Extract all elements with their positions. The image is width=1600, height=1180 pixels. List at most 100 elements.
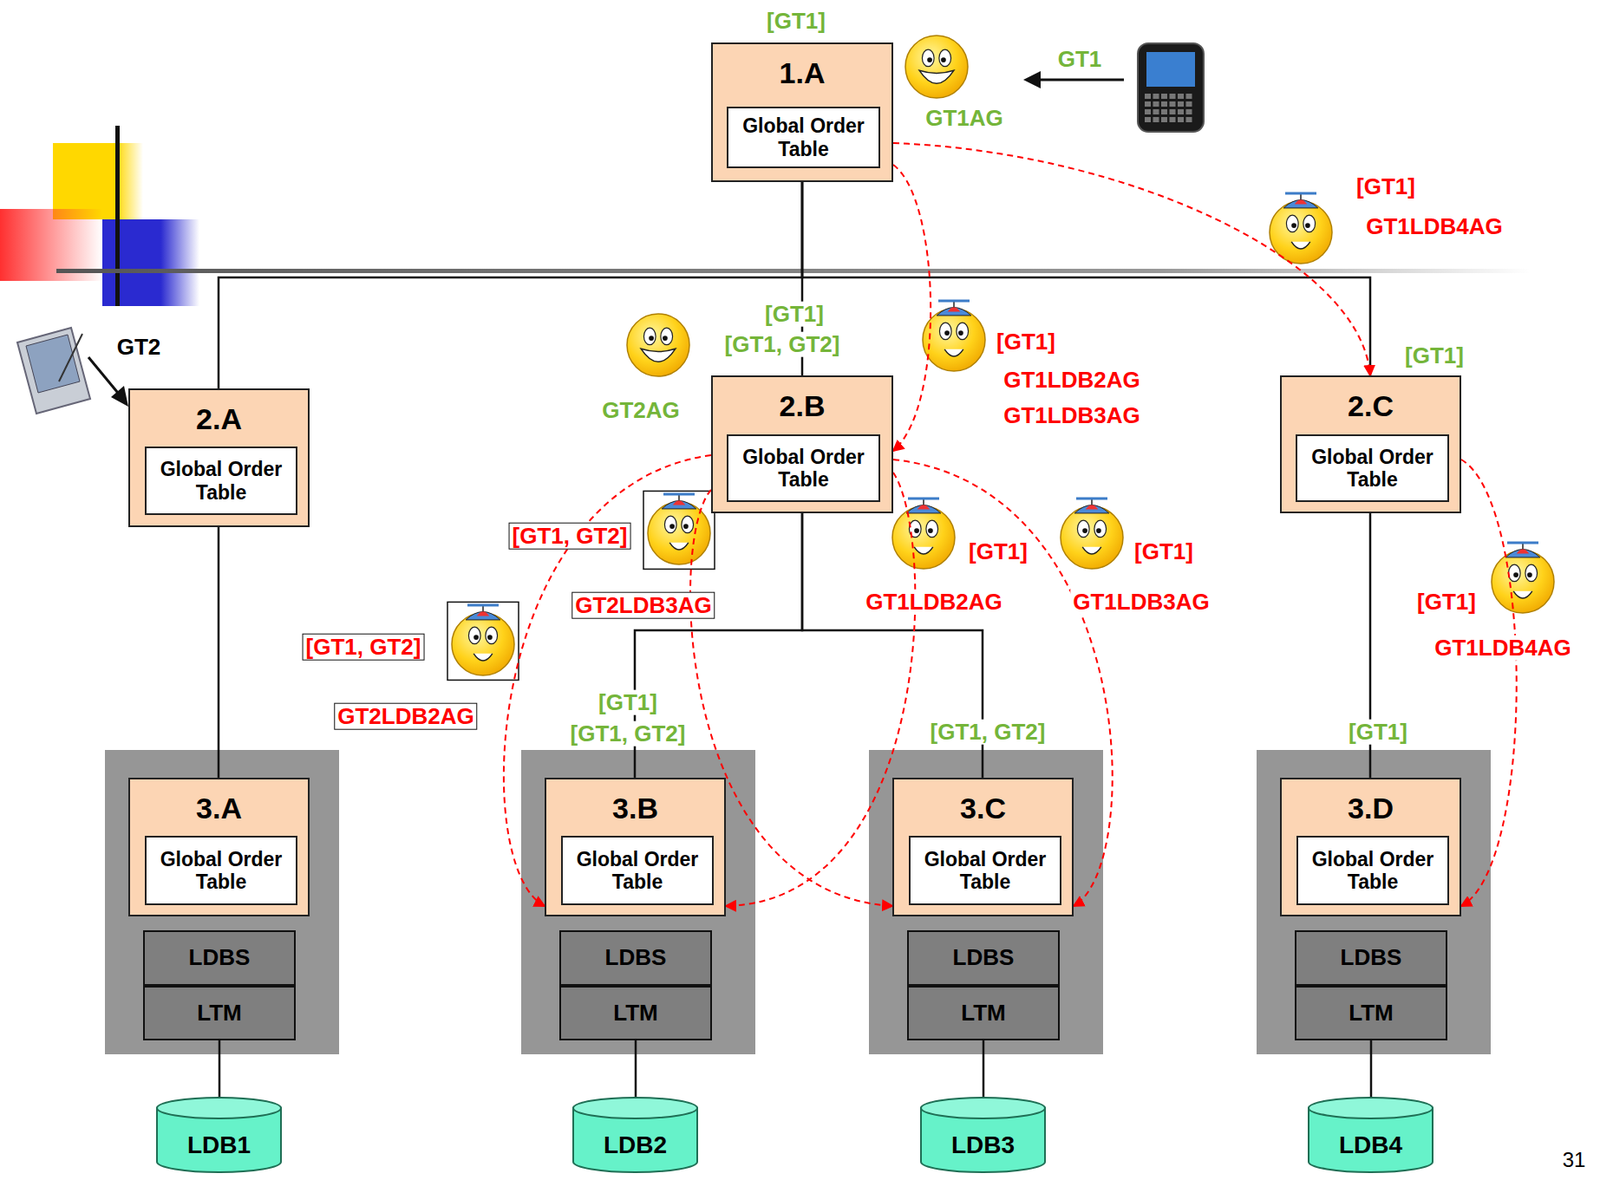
agent-smiley [892, 498, 955, 569]
agent-smiley [1269, 193, 1333, 264]
smiley-mouth [914, 547, 934, 555]
phone-key [1153, 93, 1160, 99]
node-label: LDBS [189, 945, 251, 972]
table-box: Global Order Table [726, 106, 881, 169]
layer-box: LTM [907, 986, 1060, 1041]
agent-label: GT1 [1055, 46, 1105, 72]
phone-key [1177, 109, 1184, 115]
node-label: Global Order Table [568, 848, 707, 895]
phone-key [1161, 117, 1168, 123]
table-box: Global Order Table [144, 446, 298, 516]
smiley-eye [1508, 564, 1521, 582]
phone-key [1169, 109, 1176, 115]
phone-key [1186, 101, 1193, 107]
database-cylinder: LDB3 [920, 1097, 1046, 1174]
node-label: Global Order Table [915, 848, 1055, 895]
layer-box: LDBS [143, 930, 296, 987]
layer-box: LDBS [907, 930, 1060, 987]
propeller-cap [1294, 199, 1307, 204]
agent-frame [447, 601, 519, 680]
agent-label: GT2AG [599, 398, 683, 424]
propeller-cap [672, 500, 686, 505]
pda-device [17, 327, 91, 414]
server-panels [104, 750, 1491, 1055]
agent-route [893, 143, 1371, 376]
smiley-eye [1303, 215, 1316, 232]
smiley-eye [1077, 520, 1090, 537]
phone-key [1144, 117, 1151, 123]
agent-smiley [626, 313, 690, 377]
agent-smiley [1491, 542, 1555, 614]
smiley-pupil [1096, 528, 1102, 534]
smiley-eye [660, 327, 673, 345]
smiley-pupil [669, 523, 675, 529]
propeller-cap [906, 505, 941, 514]
request-arrow [1036, 78, 1124, 82]
layer-box: LDBS [1294, 930, 1448, 987]
node-label: Global Order Table [733, 114, 874, 161]
propeller-cap [1283, 200, 1319, 209]
smiley-eye [939, 322, 952, 340]
node-label: LTM [960, 1000, 1006, 1027]
smiley-eye [1094, 520, 1107, 537]
pda-body [17, 327, 91, 414]
server-panel [104, 750, 340, 1055]
phone-key [1161, 93, 1168, 99]
smiley-pupil [927, 528, 934, 534]
phone-key [1169, 93, 1176, 99]
smiley-mouth [1513, 591, 1533, 599]
arrow-head [1023, 71, 1041, 89]
smiley-mouth [1291, 241, 1311, 249]
network-link [802, 182, 1371, 376]
node-heading: 2.B [779, 389, 826, 424]
smiley-mouth [669, 542, 689, 550]
agent-label: GT2LDB2AG [333, 703, 477, 731]
agent-smiley [447, 601, 519, 680]
agent-label: [GT1] [966, 539, 1031, 565]
smiley-face [892, 506, 955, 569]
smiley-face [922, 308, 986, 372]
network-link [634, 1040, 638, 1098]
agent-label: [GT1] [1345, 719, 1411, 745]
agent-label: GT1LDB4AG [1431, 635, 1574, 661]
node-heading: 3.B [612, 791, 659, 826]
agent-label: [GT1, GT2] [722, 332, 843, 358]
node-heading: 3.C [960, 791, 1006, 826]
agent-smiley [1060, 498, 1124, 569]
propeller-cap [1505, 549, 1541, 558]
node-label: LDB4 [1338, 1131, 1403, 1160]
agent-label: [GT1, GT2] [509, 522, 632, 550]
smiley-eye [664, 515, 677, 533]
propeller-cap [1085, 504, 1098, 510]
node-heading: 3.D [1347, 791, 1394, 826]
table-box: Global Order Table [1295, 434, 1450, 503]
agent-label: [GT1] [1353, 174, 1418, 200]
propeller-blade [938, 300, 970, 303]
agent-label: GT2 [114, 334, 164, 360]
layer-box: LTM [1294, 986, 1448, 1041]
phone-key [1177, 93, 1184, 99]
propeller-blade [1076, 497, 1108, 501]
request-arrow [88, 357, 122, 398]
smiley-face [626, 313, 690, 377]
smiley-eye [926, 520, 939, 537]
propeller-cap [936, 307, 972, 316]
phone-key [1186, 93, 1193, 99]
database-cylinder: LDB4 [1307, 1097, 1434, 1174]
agent-route [893, 459, 1113, 907]
layer-box: LDBS [559, 930, 712, 987]
smiley-eye [1525, 564, 1538, 582]
agent-smiley [922, 300, 986, 372]
node-label: LDBS [1340, 945, 1403, 972]
cylinder-top [920, 1097, 1045, 1119]
smiley-eye [1286, 215, 1299, 232]
agent-label: [GT1] [762, 301, 827, 327]
server-box: 1.AGlobal Order Table [711, 42, 894, 183]
smiley-mouth [919, 70, 954, 84]
phone-screen [1146, 52, 1196, 87]
phone-key [1169, 101, 1176, 107]
server-panel [521, 750, 756, 1055]
propeller-cap [1516, 548, 1529, 554]
cylinder-top [573, 1097, 698, 1119]
smiley-mouth [640, 348, 676, 362]
